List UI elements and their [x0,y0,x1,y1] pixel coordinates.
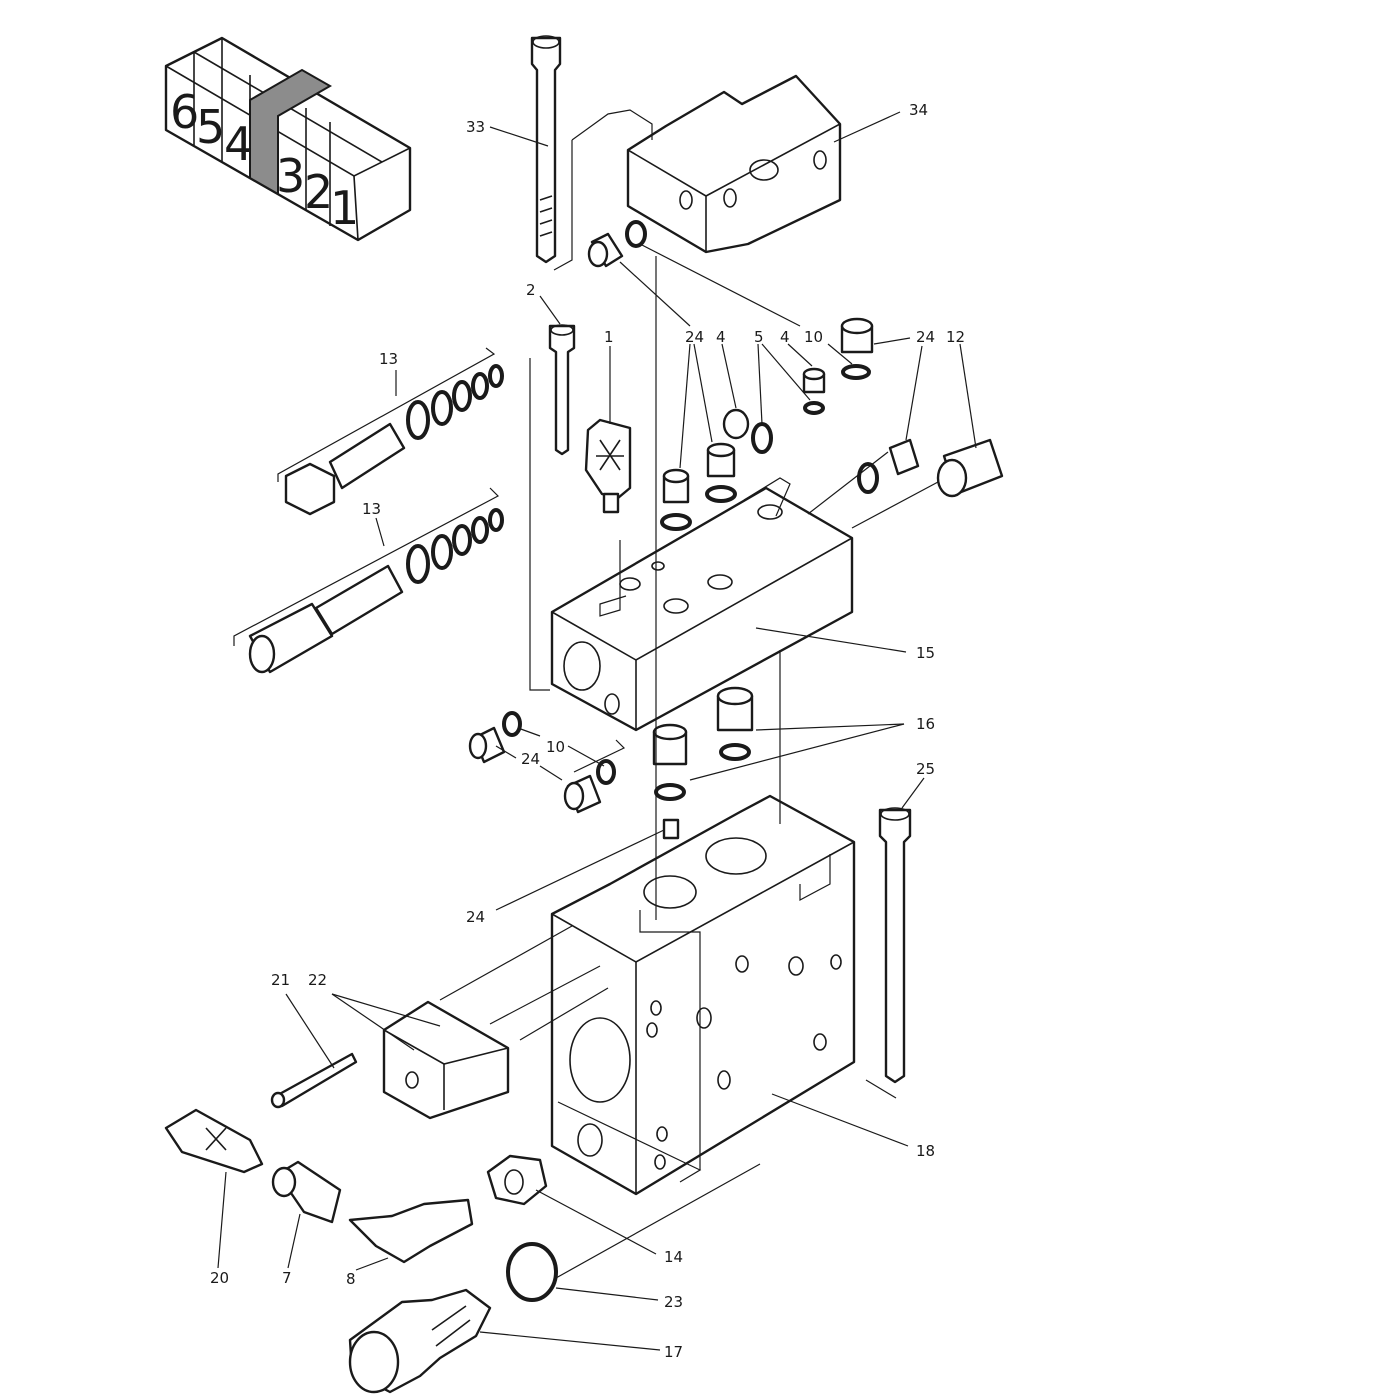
legend-cell-5: 5 [196,100,225,154]
part-labels: 33 34 2 1 13 13 24 4 5 4 10 24 12 15 16 … [210,101,965,1361]
label-24-c: 24 [521,750,540,768]
label-34: 34 [909,101,928,119]
label-14: 14 [664,1248,683,1266]
part-33-bolt [530,35,562,264]
label-8: 8 [346,1270,356,1288]
label-12: 12 [946,328,965,346]
legend-cell-6: 6 [170,85,199,139]
label-5: 5 [754,328,764,346]
position-legend: 6 5 4 3 2 1 [164,36,412,242]
label-18: 18 [916,1142,935,1160]
part-16-fittings [652,686,754,840]
label-33: 33 [466,118,485,136]
label-10-a: 10 [804,328,823,346]
label-24-b: 24 [916,328,935,346]
label-25: 25 [916,760,935,778]
label-17: 17 [664,1343,683,1361]
label-10-b: 10 [546,738,565,756]
side-plugs [468,711,616,814]
part-21-screw [270,1052,358,1109]
part-15-manifold [550,486,854,732]
label-24-d: 24 [466,908,485,926]
part-13-upper [284,364,504,516]
upper-fittings [660,317,1004,531]
label-4-b: 4 [780,328,790,346]
label-15: 15 [916,644,935,662]
part-13-lower [248,508,504,674]
part-2-bolt [548,324,576,456]
legend-cell-4: 4 [224,117,253,171]
label-21: 21 [271,971,290,989]
part-25-bolt [878,807,912,1084]
label-2: 2 [526,281,536,299]
legend-cell-3: 3 [276,149,305,203]
part-1-connector [584,418,632,514]
label-24-a: 24 [685,328,704,346]
label-13-lower: 13 [362,500,381,518]
label-1: 1 [604,328,614,346]
label-20: 20 [210,1269,229,1287]
legend-cell-1: 1 [330,181,359,235]
label-4-a: 4 [716,328,726,346]
part-22-coil [382,1000,510,1120]
label-16: 16 [916,715,935,733]
leader-lines [217,109,977,1351]
label-7: 7 [282,1269,292,1287]
label-22: 22 [308,971,327,989]
lower-fittings [164,1108,558,1394]
part-24-plug-top [587,220,647,268]
label-23: 23 [664,1293,683,1311]
part-18-base-block [550,794,856,1196]
legend-cell-2: 2 [304,165,333,219]
label-13-upper: 13 [379,350,398,368]
part-34-cover-block [626,74,842,254]
